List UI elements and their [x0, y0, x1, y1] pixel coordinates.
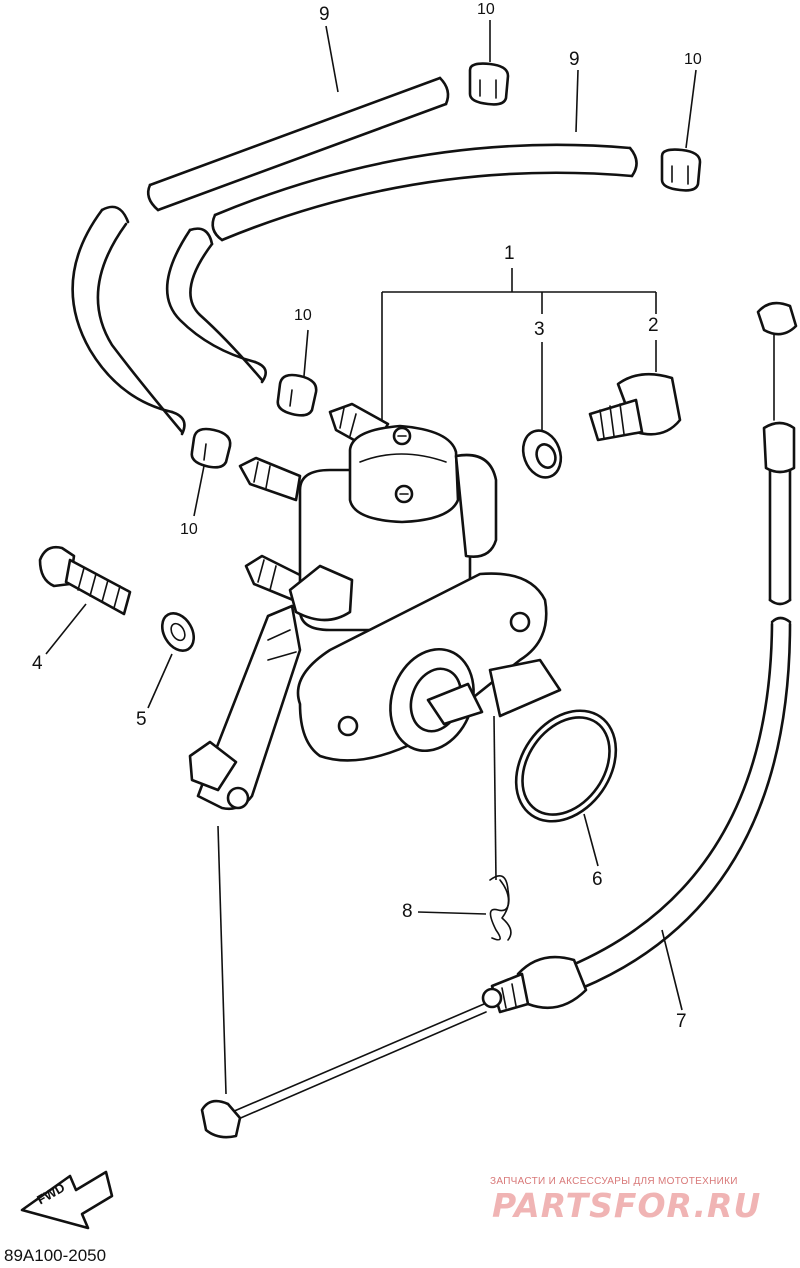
- cable-7: [200, 301, 798, 1139]
- hose-9-lower-curve: [165, 227, 267, 384]
- bolt-2: [588, 340, 682, 442]
- callout-5: 5: [136, 709, 147, 730]
- callout-10-top-right: 10: [684, 51, 702, 68]
- callout-6: 6: [592, 869, 603, 890]
- callout-10-top-left: 10: [477, 1, 495, 18]
- callout-4: 4: [32, 653, 43, 674]
- callout-8: 8: [402, 901, 413, 922]
- callout-9-upper: 9: [319, 4, 330, 25]
- fwd-arrow-icon: [20, 1170, 114, 1230]
- callout-2: 2: [648, 315, 659, 336]
- washer-3: [521, 342, 563, 479]
- drawing-code: 89A100-2050: [4, 1246, 107, 1265]
- watermark-subtitle: ЗАПЧАСТИ И АКСЕССУАРЫ ДЛЯ МОТОТЕХНИКИ: [490, 1176, 738, 1187]
- clamp-10-mid: [276, 373, 318, 417]
- lock-washer-5: [147, 612, 196, 709]
- o-ring-6: [514, 709, 618, 867]
- assembly-alignment-line: [217, 825, 227, 1095]
- hose-9-upper: [146, 76, 450, 212]
- hose-9-lower: [211, 143, 638, 242]
- callout-3: 3: [534, 319, 545, 340]
- clamp-10-top-right: [660, 148, 702, 192]
- callout-10-left: 10: [180, 521, 198, 538]
- callout-1-bracket: [381, 268, 657, 420]
- bolt-4: [38, 545, 132, 655]
- watermark-brand: PARTSFOR.RU: [492, 1186, 762, 1225]
- callout-7: 7: [676, 1011, 687, 1032]
- clip-8: [417, 715, 512, 941]
- callout-1: 1: [504, 243, 515, 264]
- clamp-10-left: [190, 427, 232, 469]
- callout-leaders: [193, 20, 697, 517]
- pump-nipple-left: [238, 456, 302, 502]
- callout-10-mid: 10: [294, 307, 312, 324]
- oil-pump-body: [188, 424, 562, 811]
- callout-9-lower: 9: [569, 49, 580, 70]
- clamp-10-top-left: [468, 62, 510, 106]
- hose-9-upper-curve: [71, 205, 186, 436]
